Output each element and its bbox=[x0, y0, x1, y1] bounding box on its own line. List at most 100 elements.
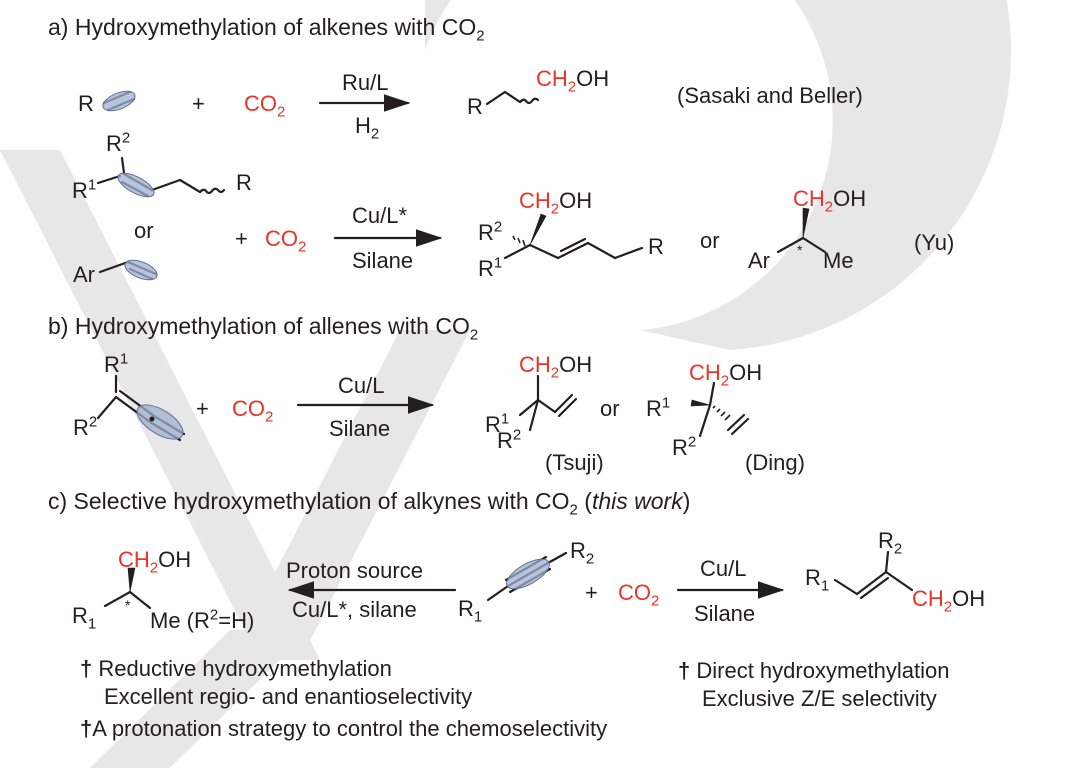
a2-highlight-ellipse-2 bbox=[124, 259, 158, 281]
a1-co2: CO2 bbox=[244, 91, 286, 121]
b-or: or bbox=[600, 396, 620, 421]
c-plus: + bbox=[585, 580, 598, 605]
c-left-me: Me (R2=H) bbox=[150, 606, 255, 633]
b-p2-ch2oh: CH2OH bbox=[689, 360, 763, 390]
a2-p2-me-bond bbox=[801, 236, 827, 254]
a2-p1-r2: R2 bbox=[478, 218, 503, 245]
c-right-catalyst: Cu/L bbox=[700, 556, 747, 581]
b-p2-r2-bond bbox=[698, 403, 712, 438]
b-p1-r2: R2 bbox=[497, 426, 522, 453]
a2-r2-label: R2 bbox=[106, 129, 131, 156]
c-left-me-bond bbox=[128, 590, 152, 610]
a2-or-1: or bbox=[134, 218, 154, 243]
a1-plus: + bbox=[192, 91, 205, 116]
a2-p2-me: Me bbox=[823, 248, 854, 273]
a2-p1-ch2oh: CH2OH bbox=[519, 188, 593, 218]
a2-p1-chain-2 bbox=[556, 241, 590, 260]
c-alkyne-r1-bond bbox=[486, 584, 510, 602]
watermark-stroke-3 bbox=[90, 630, 310, 768]
b-p1-vinyl-2 bbox=[553, 393, 574, 414]
a1-reference: (Sasaki and Beller) bbox=[677, 83, 863, 108]
b-p1-vinyl-3 bbox=[557, 397, 578, 418]
b-p2-ch2-bond bbox=[708, 381, 716, 407]
c-left-stereo-star: * bbox=[125, 597, 131, 613]
a2-r1-label: R1 bbox=[72, 176, 97, 203]
b-p1-r1-bond bbox=[518, 398, 540, 417]
b-reagent: Silane bbox=[329, 416, 391, 441]
section-c-heading: c) Selective hydroxymethylation of alkyn… bbox=[48, 488, 691, 519]
a1-highlight-ellipse bbox=[102, 90, 136, 112]
note-2-line-1: † Direct hydroxymethylation bbox=[678, 658, 950, 683]
a2-p1-chain-1 bbox=[528, 243, 560, 260]
a2-p1-r1: R1 bbox=[478, 254, 503, 281]
b-p2-r2: R2 bbox=[672, 433, 697, 460]
a2-p2-ch2oh: CH2OH bbox=[793, 186, 867, 216]
a2-ar-bond bbox=[98, 260, 130, 274]
a2-or-2: or bbox=[700, 228, 720, 253]
a2-wavy bbox=[198, 187, 226, 195]
a2-co2: CO2 bbox=[265, 226, 307, 256]
b-allene-center-dot bbox=[149, 416, 155, 422]
b-p2-wedge bbox=[690, 399, 711, 407]
a2-chain-1 bbox=[150, 178, 182, 192]
b-plus: + bbox=[196, 396, 209, 421]
a1-product-chain bbox=[485, 90, 522, 106]
b-r1-label: R1 bbox=[104, 350, 129, 377]
a1-product-wavy bbox=[518, 97, 540, 105]
note-2-line-2: Exclusive Z/E selectivity bbox=[702, 686, 937, 711]
c-left-condition-2: Cu/L*, silane bbox=[292, 597, 417, 622]
a2-catalyst: Cu/L* bbox=[352, 203, 408, 228]
b-p2-vinyl-2 bbox=[730, 417, 750, 436]
watermark-stroke-1 bbox=[0, 150, 320, 660]
a2-p1-chain-2b bbox=[559, 237, 587, 253]
c-rp-ch2oh: CH2OH bbox=[912, 586, 986, 616]
b-r2-bond bbox=[96, 395, 118, 420]
section-a-heading: a) Hydroxymethylation of alkenes with CO… bbox=[48, 14, 485, 45]
a2-reagent: Silane bbox=[352, 248, 414, 273]
a2-p1-r: R bbox=[648, 234, 664, 259]
a2-p1-chain-4 bbox=[613, 246, 644, 260]
c-rp-r2: R2 bbox=[878, 528, 903, 558]
a1-product-ch2oh: CH2OH bbox=[536, 66, 610, 96]
a2-chain-2 bbox=[178, 178, 202, 194]
a2-p2-ar-bond bbox=[776, 236, 805, 254]
b-p2-r1: R1 bbox=[646, 394, 671, 421]
a2-p1-chain-3 bbox=[586, 241, 617, 260]
dagger-icon: † bbox=[80, 656, 93, 681]
watermark-arc bbox=[425, 0, 1011, 350]
c-rp-r1: R1 bbox=[805, 565, 830, 595]
c-rp-r1-bond bbox=[833, 578, 859, 596]
note-1-line-2: Excellent regio- and enantioselectivity bbox=[104, 684, 473, 709]
c-left-r1: R1 bbox=[72, 603, 97, 633]
a1-reagent: H2 bbox=[355, 113, 380, 143]
b-highlight-ellipse bbox=[136, 404, 184, 440]
b-p1-ch2oh: CH2OH bbox=[519, 352, 593, 382]
a2-reference: (Yu) bbox=[914, 230, 955, 255]
c-left-wedge bbox=[127, 567, 136, 593]
b-reference-tsuji: (Tsuji) bbox=[545, 450, 604, 475]
note-3: †A protonation strategy to control the c… bbox=[80, 716, 608, 741]
a2-highlight-ellipse-1 bbox=[117, 172, 155, 198]
b-co2: CO2 bbox=[232, 396, 274, 426]
a2-p2-ar: Ar bbox=[748, 248, 770, 273]
b-p1-r2-bond bbox=[528, 398, 540, 432]
note-1-line-1: † Reductive hydroxymethylation bbox=[80, 656, 392, 681]
a1-catalyst: Ru/L bbox=[342, 70, 389, 95]
c-left-condition-1: Proton source bbox=[286, 558, 423, 583]
a1-product-r: R bbox=[467, 94, 483, 119]
c-rp-alkene-2 bbox=[859, 576, 890, 600]
c-alkyne-r2: R2 bbox=[570, 538, 595, 568]
a2-p2-stereo-star: * bbox=[797, 242, 803, 258]
b-p1-vinyl-1 bbox=[536, 398, 557, 414]
a2-p1-wedge bbox=[529, 213, 547, 246]
c-highlight-ellipse bbox=[506, 558, 550, 590]
a2-p1-hash bbox=[512, 235, 526, 247]
b-p2-vinyl-1 bbox=[726, 413, 746, 432]
c-co2: CO2 bbox=[618, 580, 660, 610]
c-alkyne-r2-bond bbox=[546, 551, 568, 565]
watermark-logo bbox=[0, 0, 1011, 768]
c-left-r1-bond bbox=[103, 590, 132, 608]
b-p2-hash bbox=[712, 405, 731, 421]
